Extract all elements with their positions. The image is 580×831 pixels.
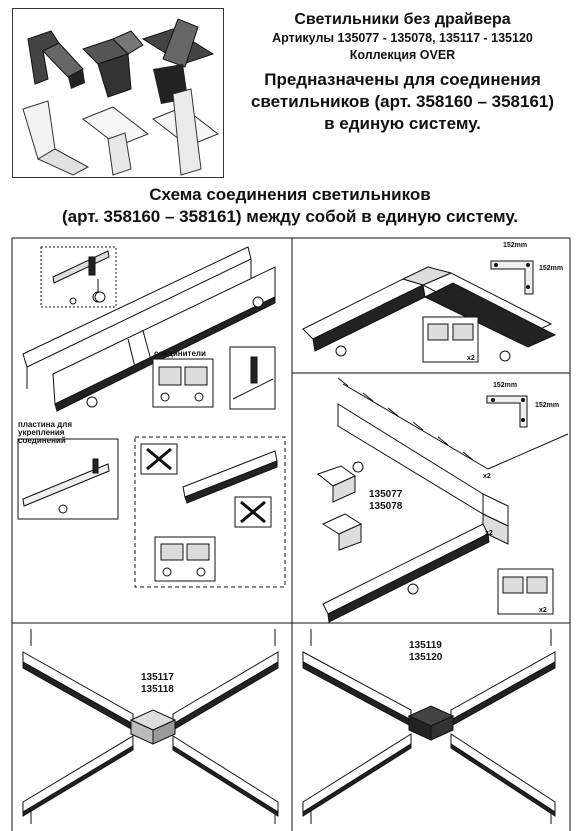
profile-straight-icon (22, 246, 276, 412)
corner-top-dim-h: 152mm (503, 242, 528, 249)
connectors-label: соединители (154, 349, 206, 358)
dark-t-connector-icon (82, 30, 144, 98)
corner-profile-icon (302, 266, 557, 352)
zoom-detail-right (229, 346, 276, 410)
cross-left-profile-icon (22, 651, 279, 817)
dark-l-connector-icon (27, 30, 85, 89)
plate-box (17, 438, 119, 520)
corner-3d-articles: 135077 135078 (369, 489, 402, 513)
corner-3d-connector-box (497, 568, 554, 615)
marker-i-icon (86, 291, 264, 408)
marker-ii-icon (335, 345, 511, 362)
corner-top-dim-v: 152mm (539, 265, 564, 272)
white-l-connector-icon (22, 100, 90, 176)
white-t-connector-icon (82, 106, 149, 176)
corner-connector-box (422, 316, 479, 363)
plate-label-line-3: соединений (18, 436, 66, 445)
header-block: Светильники без драйвера Артикулы 135077… (230, 10, 575, 135)
scheme-title: Схема соединения светильников (арт. 3581… (0, 184, 580, 228)
plate-label-line-1: пластина для (18, 420, 72, 429)
connectors-box (152, 358, 214, 408)
marker-iii-icon (352, 461, 419, 595)
cross-right-article-1: 135119 (409, 640, 442, 651)
plate-label-line-2: укрепления (18, 428, 65, 437)
corner-3d-article-2: 135078 (369, 501, 403, 512)
dashed-box (134, 436, 286, 588)
corner-3d-dim-h: 152mm (493, 382, 518, 389)
header-title: Светильники без драйвера (294, 11, 511, 28)
corner-3d-bracket-icon (486, 395, 528, 428)
scheme-title-line-1: Схема соединения светильников (149, 185, 431, 204)
corner-3d-qty-top: x2 (483, 473, 491, 480)
cross-right-articles: 135119 135120 (409, 640, 442, 664)
panel-straight-connection: соединители пластина для укрепления соед… (13, 239, 292, 623)
corner-3d-dim-v: 152mm (535, 402, 560, 409)
corner-3d-article-1: 135077 (369, 489, 403, 500)
corner-3d-piece-2-icon (321, 513, 363, 551)
header-articles: Артикулы 135077 - 135078, 135117 - 13512… (272, 31, 533, 45)
corner-3d-qty-mid: x2 (485, 530, 493, 537)
cross-left-article-1: 135117 (141, 672, 174, 683)
corner-3d-qty-bottom: x2 (539, 607, 547, 614)
header-collection: Коллекция OVER (349, 48, 456, 62)
ceiling-hatch-icon (337, 377, 569, 470)
panel-corner-top: 152mm 152mm x2 (293, 239, 570, 373)
panel-cross-right: 135119 135120 (293, 624, 570, 831)
scheme-title-line-2: (арт. 358160 – 358161) между собой в еди… (61, 207, 518, 226)
purpose-line-2: светильников (арт. 358160 – 358161) (250, 92, 555, 111)
cross-right-article-2: 135120 (409, 652, 443, 663)
cross-right-profile-icon (302, 651, 556, 817)
purpose-line-1: Предназначены для соединения (264, 70, 541, 89)
corner-top-qty: x2 (467, 355, 475, 362)
panel-corner-3d: 152mm 152mm 135077 135078 x2 x2 x2 (293, 374, 570, 623)
purpose-line-3: в единую систему. (324, 114, 481, 133)
product-photo (12, 8, 224, 178)
cross-left-articles: 135117 135118 (141, 672, 174, 696)
corner-bracket-icon (490, 260, 534, 295)
corner-3d-profile-icon (322, 403, 509, 623)
header-purpose: Предназначены для соединения светильнико… (230, 69, 575, 135)
cross-right-ceiling-icon (310, 629, 552, 824)
corner-3d-piece-1-icon (316, 465, 356, 503)
panel-cross-left: 135117 135118 (13, 624, 292, 831)
plate-label: пластина для укрепления соединений (18, 421, 72, 445)
white-x-connector-icon (152, 88, 219, 176)
cross-left-article-2: 135118 (141, 684, 174, 695)
